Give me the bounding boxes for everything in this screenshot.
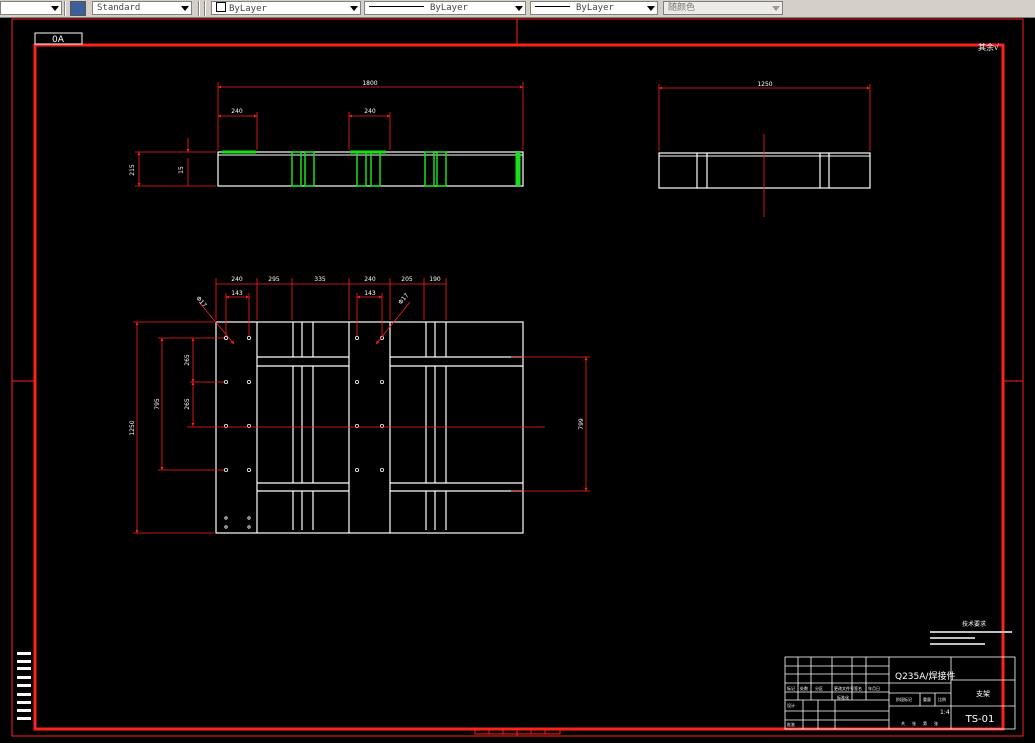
roughness-mark: 其余√ [978,42,1000,52]
title-block[interactable]: 标记 处数 分区 更改文件号 签名 年月日 设计 批准 标准化 阶段标记 重量 … [784,656,1016,730]
technical-requirements: 技术要求 [930,620,1012,645]
dim-240-b: 240 [364,276,376,283]
lineweight-preview-icon [535,6,570,7]
dim-335: 335 [314,276,326,283]
toolbar-separator [204,1,206,16]
toolbar-separator [198,1,200,16]
green-ribs [291,151,447,187]
linetype-preview-icon [369,6,424,7]
tech-req-lines [930,631,1012,645]
color-swatch-icon [216,2,226,12]
sheet-size-label: 0A [52,35,65,45]
hdr-weight: 重量 [923,696,931,702]
dim-265-a: 265 [184,354,191,366]
dim-1250-plan: 1250 [129,420,136,435]
plot-style-value: 随颜色 [668,3,696,13]
part-name: 支架 [976,689,990,698]
dim-143-mid: 143 [364,290,376,297]
tech-req-title: 技术要求 [962,620,986,628]
properties-toolbar: Standard ByLayer ByLayer ByLayer 随颜色 [0,0,1035,18]
toolbar-separator [64,1,66,16]
bottom-scale-bar [474,728,561,735]
scale-value: 1:4 [940,709,950,716]
outer-border [11,18,1024,737]
bolt-holes [223,335,384,529]
dim-795: 795 [154,398,161,410]
front-view-dim-text: 1800 240 240 215 15 [129,80,378,176]
text-style-icon[interactable] [70,1,86,16]
hdr-standardize: 标准化 [837,694,849,700]
hdr-change-doc: 更改文件号 [834,685,854,691]
dim-215: 215 [129,164,136,176]
linetype-value: ByLayer [430,3,468,13]
text-style-value: Standard [97,3,141,13]
front-view[interactable] [217,150,524,187]
dim-190: 190 [429,276,441,283]
hdr-ratio: 比例 [938,696,946,702]
sheet-size-box [34,32,83,45]
plot-style-dropdown[interactable]: 随颜色 [663,1,783,15]
title-block-grid [784,656,1016,730]
dim-240-left: 240 [231,108,243,115]
dim-15: 15 [178,166,185,174]
chevron-down-icon [515,6,523,11]
dim-240-mid: 240 [364,108,376,115]
hdr-approver: 批准 [787,721,795,727]
footer-sheet-a: 张 [912,720,916,726]
plan-view[interactable] [215,321,524,534]
linetype-dropdown[interactable]: ByLayer [364,1,526,15]
layer-color-value: ByLayer [229,4,267,14]
material-label: Q235A/焊接件 [895,670,955,682]
lineweight-dropdown[interactable]: ByLayer [530,1,658,15]
footer-no: 第 [923,720,927,726]
text-style-dropdown[interactable]: Standard [92,1,192,15]
dim-240-a: 240 [231,276,243,283]
footer-sheet-b: 张 [934,720,938,726]
side-view-dimensions [658,84,871,151]
drawing-number: TS-01 [965,714,995,725]
drawing-canvas[interactable]: 0A 其余√ 1800 240 240 215 15 [0,18,1035,743]
dim-799: 799 [578,418,585,430]
chevron-down-icon [772,6,780,11]
hole-note-left: Φ17 [194,295,207,309]
chevron-down-icon [181,6,189,11]
hdr-zone: 分区 [815,685,823,691]
hdr-mark: 标记 [787,685,795,691]
hdr-sign: 签名 [854,685,862,691]
text-style-dropdown-left[interactable] [0,1,62,15]
hdr-designer: 设计 [787,702,795,708]
dim-295: 295 [268,276,280,283]
chevron-down-icon [647,6,655,11]
side-ribs [696,153,830,188]
chevron-down-icon [350,6,358,11]
plan-view-dim-text: 240 295 335 240 205 190 143 143 Φ17 Φ17 … [129,276,585,436]
dim-1800: 1800 [362,80,377,87]
dim-265-b: 265 [184,398,191,410]
hdr-count: 处数 [800,685,808,691]
title-block-headers: 标记 处数 分区 更改文件号 签名 年月日 设计 批准 标准化 阶段标记 重量 … [787,685,946,727]
centering-marks [12,19,1023,736]
chevron-down-icon [51,6,59,11]
side-view[interactable] [658,134,871,217]
lineweight-value: ByLayer [576,3,614,13]
front-view-dimensions [135,82,524,187]
footer-total: 共 [901,720,905,726]
plan-members [256,322,523,533]
dim-205: 205 [401,276,413,283]
plan-outline [215,321,524,534]
side-outline [658,152,871,189]
dim-143-left: 143 [231,290,243,297]
inner-border [33,43,1005,731]
layer-color-dropdown[interactable]: ByLayer [211,1,361,15]
plan-view-dimensions [133,278,590,534]
left-revision-block [17,652,31,720]
hdr-date: 年月日 [868,685,880,691]
hdr-stage-mark: 阶段标记 [896,696,912,702]
dim-1250-side: 1250 [757,81,772,88]
